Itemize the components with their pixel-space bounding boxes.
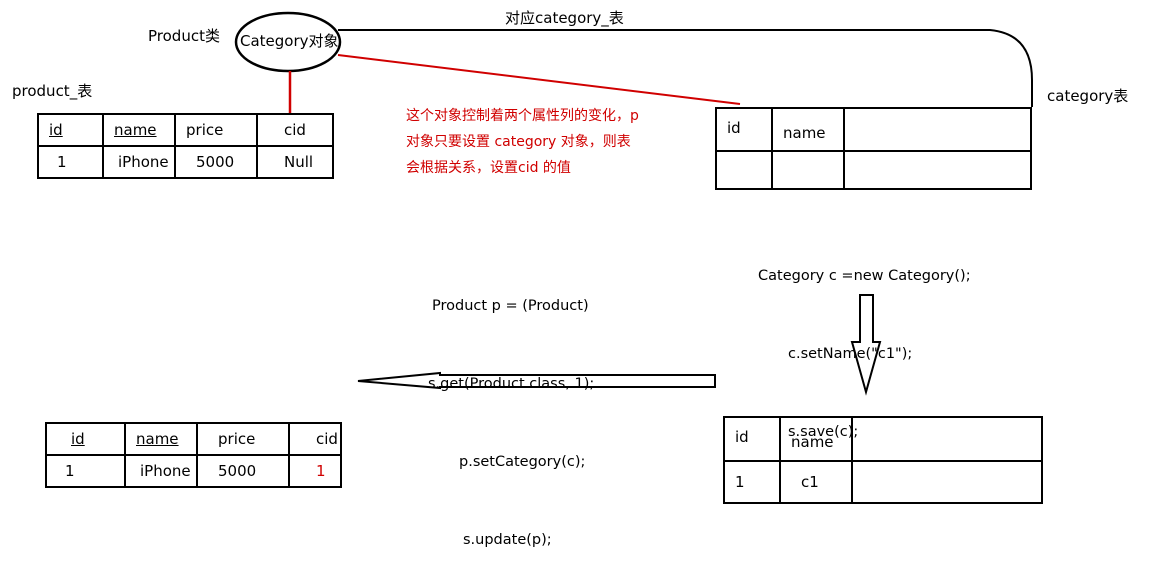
- product-table-label: product_表: [12, 82, 93, 100]
- category-table-label: category表: [1047, 87, 1129, 105]
- object-to-category-table-connector: [337, 54, 741, 105]
- table-row: 1 c1: [723, 460, 1043, 504]
- code-line: s.get(Product.class, 1);: [428, 376, 595, 392]
- product-class-label: Product类: [148, 27, 220, 45]
- mapping-curve: [338, 29, 1033, 107]
- header-cell: [843, 107, 1032, 152]
- diagram-canvas: [234, 11, 1033, 396]
- mapping-label: 对应category_表: [505, 9, 624, 27]
- table-cell: [771, 150, 845, 190]
- header-cell: price: [196, 422, 290, 456]
- code-line: c.setName("c1");: [788, 346, 913, 362]
- code-line: Product p = (Product): [432, 298, 589, 314]
- product-table-after: id name price cid 1 iPhone 5000 1: [45, 422, 342, 488]
- category-table-before: id name: [715, 107, 1032, 190]
- table-cell: 1: [37, 145, 104, 179]
- down-arrow: [850, 294, 882, 396]
- category-object-ellipse: [234, 11, 342, 73]
- product-update-code: Product p = (Product) s.get(Product.clas…: [428, 241, 594, 579]
- table-cell: [715, 150, 773, 190]
- note-line: 对象只要设置 category 对象，则表: [406, 134, 631, 150]
- note-line: 会根据关系，设置cid 的值: [406, 160, 571, 176]
- table-cell: iPhone: [124, 454, 198, 488]
- category-table-after: id name 1 c1: [723, 416, 1043, 504]
- header-cell: name: [102, 113, 176, 147]
- header-cell: cid: [288, 422, 342, 456]
- header-cell: name: [124, 422, 198, 456]
- table-header-row: id name price cid: [37, 113, 334, 147]
- header-cell: id: [723, 416, 781, 462]
- table-cell: 1: [723, 460, 781, 504]
- header-cell: id: [45, 422, 126, 456]
- table-header-row: id name price cid: [45, 422, 342, 456]
- table-row: [715, 150, 1032, 190]
- table-cell: iPhone: [102, 145, 176, 179]
- table-cell: [851, 460, 1043, 504]
- table-cell: 1: [45, 454, 126, 488]
- table-cell: [843, 150, 1032, 190]
- note-line: 这个对象控制着两个属性列的变化，p: [406, 108, 639, 124]
- header-cell: name: [771, 107, 845, 152]
- header-cell: [851, 416, 1043, 462]
- header-cell: id: [715, 107, 773, 152]
- left-arrow: [357, 371, 716, 390]
- explanation-note: 这个对象控制着两个属性列的变化，p 对象只要设置 category 对象，则表 …: [406, 103, 639, 181]
- table-header-row: id name: [723, 416, 1043, 462]
- table-row: 1 iPhone 5000 Null: [37, 145, 334, 179]
- table-header-row: id name: [715, 107, 1032, 152]
- table-cell: 5000: [174, 145, 258, 179]
- table-cell: 1: [288, 454, 342, 488]
- category-object-label: Category对象: [240, 32, 339, 50]
- header-cell: id: [37, 113, 104, 147]
- table-row: 1 iPhone 5000 1: [45, 454, 342, 488]
- table-cell: 5000: [196, 454, 290, 488]
- header-cell: name: [779, 416, 853, 462]
- code-line: s.update(p);: [463, 532, 552, 548]
- header-cell: price: [174, 113, 258, 147]
- code-line: Category c =new Category();: [758, 268, 971, 284]
- header-cell: cid: [256, 113, 334, 147]
- product-table-before: id name price cid 1 iPhone 5000 Null: [37, 113, 334, 179]
- table-cell: Null: [256, 145, 334, 179]
- code-line: p.setCategory(c);: [459, 454, 586, 470]
- table-cell: c1: [779, 460, 853, 504]
